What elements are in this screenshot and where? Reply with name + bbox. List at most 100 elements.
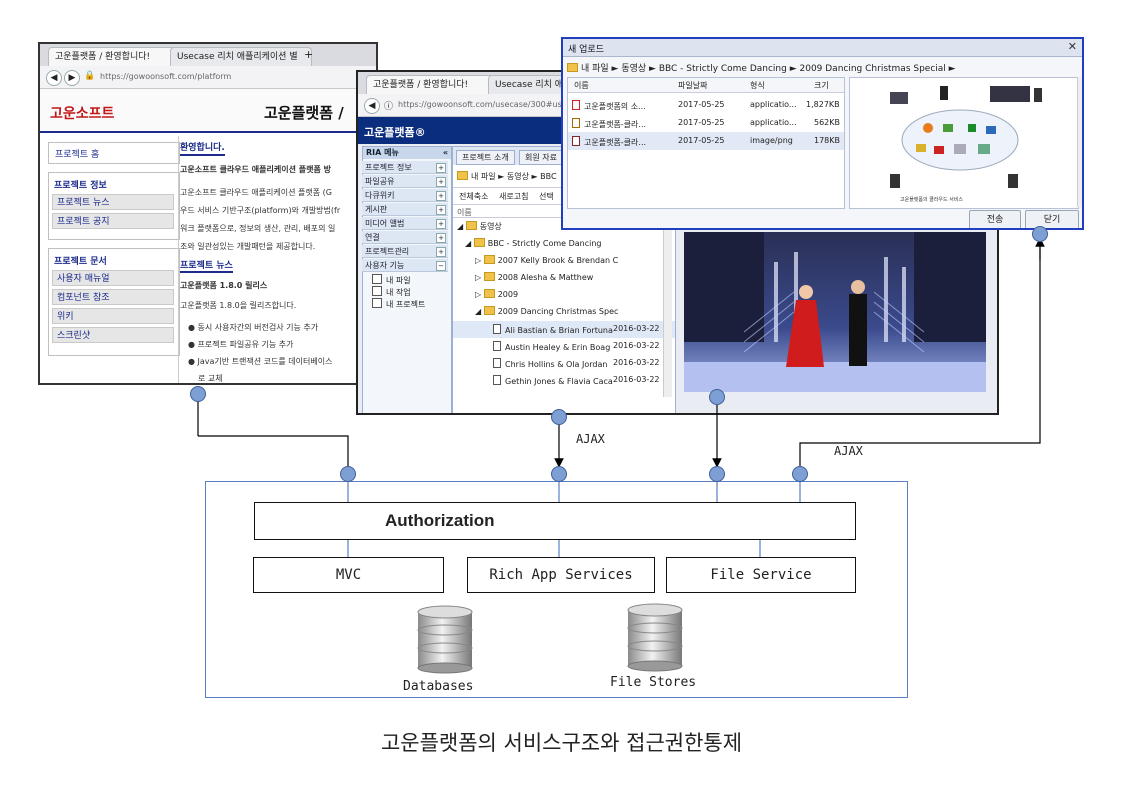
file-list: 이름 파일날짜 형식 크기 고운플랫폼의 소... 2017-05-25 app… bbox=[567, 77, 845, 209]
expand-icon[interactable]: + bbox=[436, 233, 446, 243]
menu-board[interactable]: 게시판+ bbox=[362, 203, 448, 216]
news-heading: 프로젝트 뉴스 bbox=[180, 258, 233, 273]
connector-line bbox=[799, 242, 1041, 466]
browser-tab[interactable]: Usecase 리치 애플리케이션 별 bbox=[170, 47, 312, 67]
upload-breadcrumb: 내 파일 ► 동영상 ► BBC - Strictly Come Dancing… bbox=[567, 61, 956, 74]
back-icon[interactable]: ◀ bbox=[364, 98, 380, 114]
file-row[interactable]: 고운플랫폼-클라... 2017-05-25 applicatio... 562… bbox=[568, 114, 844, 132]
tree-node[interactable]: ◢ BBC - Strictly Come Dancing bbox=[465, 238, 602, 248]
nav-home[interactable]: 프로젝트 홈 bbox=[55, 150, 100, 160]
nav-doc-heading: 프로젝트 문서 bbox=[54, 257, 107, 267]
refresh-button[interactable]: 새로고침 bbox=[499, 192, 529, 201]
page-icon bbox=[372, 274, 382, 284]
col-size[interactable]: 크기 bbox=[814, 81, 829, 90]
col-name[interactable]: 이름 bbox=[574, 81, 589, 90]
preview-caption: 고운플랫폼의 클라우드 서비스 bbox=[900, 197, 963, 203]
file-date: 2016-03-22 bbox=[613, 358, 660, 367]
ajax-label-right: AJAX bbox=[834, 444, 863, 458]
ria-app-screenshot: 고운플랫폼 / 환영합니다! Usecase 리치 애플 ◀ ⓘ https:/… bbox=[356, 70, 999, 415]
tree-node[interactable]: ▷ 2008 Alesha & Matthew bbox=[475, 272, 594, 282]
url-text[interactable]: https://gowoonsoft.com/usecase/300#userf… bbox=[398, 100, 583, 109]
menu-file-share[interactable]: 파일공유+ bbox=[362, 175, 448, 188]
page-icon bbox=[372, 286, 382, 296]
collapse-all-button[interactable]: 전체축소 bbox=[459, 192, 489, 201]
tree-file[interactable]: Austin Healey & Erin Boag bbox=[493, 341, 613, 352]
selected-row-highlight bbox=[453, 321, 675, 338]
folder-icon bbox=[567, 63, 578, 72]
tree-node[interactable]: ◢ 2009 Dancing Christmas Spec bbox=[475, 306, 619, 316]
upload-dialog: 새 업로드 ✕ 내 파일 ► 동영상 ► BBC - Strictly Come… bbox=[561, 37, 1084, 230]
scrollbar[interactable] bbox=[663, 217, 672, 397]
file-row-selected[interactable]: 고운플랫폼-클라... 2017-05-25 image/png 178KB bbox=[568, 132, 844, 150]
expand-icon[interactable]: + bbox=[436, 191, 446, 201]
folder-icon bbox=[473, 238, 485, 247]
submenu-my-tasks[interactable]: 내 작업 bbox=[372, 286, 411, 298]
nav-news[interactable]: 프로젝트 뉴스 bbox=[52, 194, 174, 210]
menu-user-functions[interactable]: 사용자 기능− bbox=[362, 259, 448, 272]
video-preview[interactable] bbox=[684, 232, 986, 392]
menu-project-admin[interactable]: 프로젝트관리+ bbox=[362, 245, 448, 258]
tree-file[interactable]: Gethin Jones & Flavia Caca bbox=[493, 375, 613, 386]
ria-menu-title: RIA 메뉴« bbox=[363, 147, 451, 159]
close-icon[interactable]: ✕ bbox=[1067, 40, 1077, 53]
tree-node[interactable]: ◢ 동영상 bbox=[457, 221, 502, 231]
figure-caption: 고운플랫폼의 서비스구조와 접근권한통제 bbox=[380, 731, 743, 755]
menu-project-info[interactable]: 프로젝트 정보+ bbox=[362, 161, 448, 174]
expand-icon[interactable]: + bbox=[436, 205, 446, 215]
collapse-icon[interactable]: − bbox=[436, 261, 446, 271]
nav-notice[interactable]: 프로젝트 공지 bbox=[52, 213, 174, 229]
collapse-icon[interactable]: « bbox=[442, 148, 448, 157]
url-text[interactable]: https://gowoonsoft.com/platform bbox=[100, 72, 232, 81]
tree-node[interactable]: ▷ 2009 bbox=[475, 289, 519, 299]
tab-project-intro[interactable]: 프로젝트 소개 bbox=[456, 150, 515, 165]
col-type[interactable]: 형식 bbox=[750, 81, 765, 90]
nav-wiki[interactable]: 위키 bbox=[52, 308, 174, 324]
connection-node bbox=[1032, 226, 1048, 242]
submenu-my-projects[interactable]: 내 프로젝트 bbox=[372, 298, 425, 310]
new-tab-icon[interactable]: + bbox=[304, 48, 314, 61]
file-type: applicatio... bbox=[750, 118, 797, 127]
folder-icon bbox=[483, 289, 495, 298]
expand-icon[interactable]: + bbox=[436, 163, 446, 173]
nav-screenshots[interactable]: 스크린샷 bbox=[52, 327, 174, 343]
video-file-icon bbox=[493, 358, 501, 368]
nav-components[interactable]: 컴포넌트 참조 bbox=[52, 289, 174, 305]
nav-manual[interactable]: 사용자 매뉴얼 bbox=[52, 270, 174, 286]
select-button[interactable]: 선택 bbox=[539, 192, 554, 201]
tree-file[interactable]: Chris Hollins & Ola Jordan bbox=[493, 358, 613, 369]
expand-icon[interactable]: + bbox=[436, 177, 446, 187]
video-file-icon bbox=[493, 324, 501, 334]
video-file-icon bbox=[493, 375, 501, 385]
divider bbox=[178, 136, 179, 383]
scrollbar[interactable] bbox=[1077, 77, 1082, 207]
tree-file[interactable]: Ali Bastian & Brian Fortuna bbox=[493, 324, 613, 335]
dialog-title: 새 업로드 bbox=[568, 45, 604, 55]
welcome-heading: 환영합니다. bbox=[180, 140, 225, 156]
file-service-box: File Service bbox=[666, 557, 856, 593]
submenu-my-files[interactable]: 내 파일 bbox=[372, 274, 411, 286]
nav-info-heading: 프로젝트 정보 bbox=[54, 181, 107, 191]
database-icon bbox=[417, 605, 473, 674]
file-size: 178KB bbox=[814, 136, 841, 145]
menu-links[interactable]: 연결+ bbox=[362, 231, 448, 244]
close-button[interactable]: 닫기 bbox=[1025, 210, 1079, 228]
col-date[interactable]: 파일날짜 bbox=[678, 81, 708, 90]
tree-node[interactable]: ▷ 2007 Kelly Brook & Brendan C bbox=[475, 255, 619, 265]
file-store-icon bbox=[627, 603, 683, 672]
file-size: 562KB bbox=[814, 118, 841, 127]
connection-node bbox=[551, 409, 567, 425]
back-icon[interactable]: ◀ bbox=[46, 70, 62, 86]
menu-docwiki[interactable]: 다큐위키+ bbox=[362, 189, 448, 202]
expand-icon[interactable]: + bbox=[436, 247, 446, 257]
file-date: 2016-03-22 bbox=[613, 324, 660, 333]
release-title[interactable]: 고운플랫폼 1.8.0 릴리스 bbox=[180, 281, 268, 290]
expand-icon[interactable]: + bbox=[436, 219, 446, 229]
site-logo[interactable]: 고운소프트 bbox=[50, 106, 115, 122]
file-row[interactable]: 고운플랫폼의 소... 2017-05-25 applicatio... 1,8… bbox=[568, 96, 844, 114]
authorization-layer: Authorization bbox=[254, 502, 856, 540]
menu-media-album[interactable]: 미디어 앨범+ bbox=[362, 217, 448, 230]
send-button[interactable]: 전송 bbox=[969, 210, 1021, 228]
forward-icon[interactable]: ▶ bbox=[64, 70, 80, 86]
nav-home-box: 프로젝트 홈 bbox=[48, 142, 180, 164]
connection-node bbox=[709, 466, 725, 482]
